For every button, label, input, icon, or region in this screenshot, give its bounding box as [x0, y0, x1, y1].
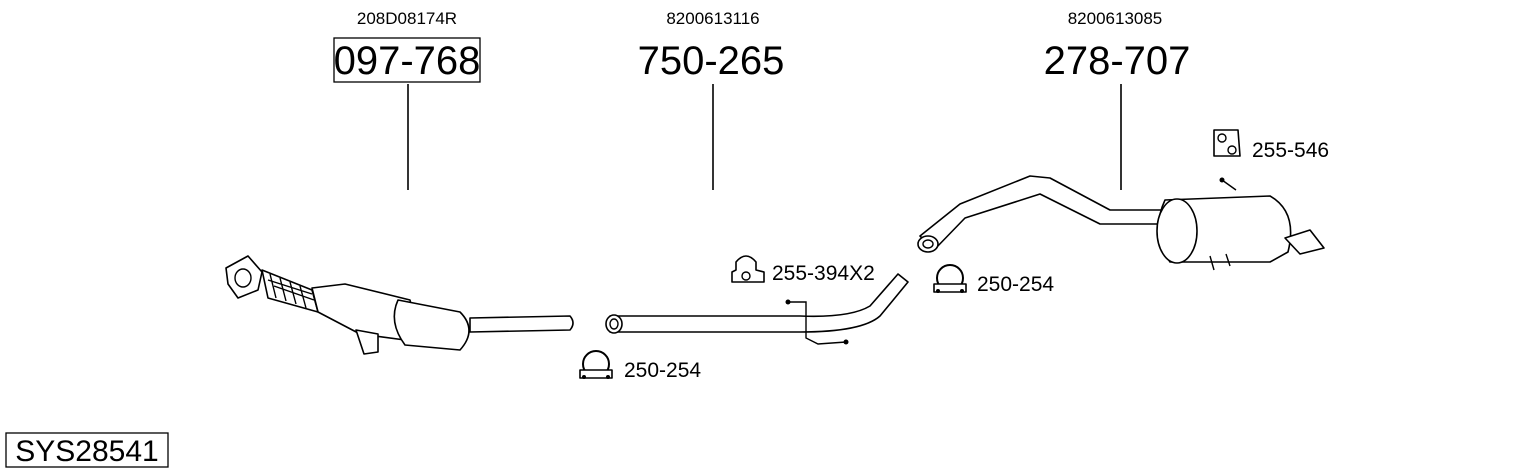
- middle-pipe-part[interactable]: [605, 273, 909, 345]
- rear-silencer-part[interactable]: [917, 175, 1325, 271]
- rubber-mount-icon[interactable]: [1213, 129, 1241, 157]
- system-code-box: [5, 432, 169, 468]
- accessory-label-clamp-2: 250-254: [977, 273, 1054, 296]
- pipe-clamp-icon[interactable]: [579, 350, 613, 379]
- part-number-box-1: [333, 37, 481, 83]
- oe-number-1: 208D08174R: [357, 9, 457, 28]
- system-code: SYS28541: [15, 435, 158, 468]
- rubber-hanger-icon[interactable]: [731, 255, 765, 283]
- part-number-2[interactable]: 750-265: [638, 39, 785, 83]
- part-number-1[interactable]: 097-768: [334, 39, 481, 83]
- pipe-clamp-icon[interactable]: [933, 264, 967, 293]
- accessory-label-clamp-1: 250-254: [624, 359, 701, 382]
- accessory-label-hanger: 255-394X2: [772, 262, 875, 285]
- part-number-3[interactable]: 278-707: [1044, 39, 1191, 83]
- oe-number-2: 8200613116: [666, 9, 759, 28]
- oe-number-3: 8200613085: [1068, 9, 1163, 28]
- catalytic-converter-part[interactable]: [225, 255, 574, 355]
- accessory-label-mount: 255-546: [1252, 139, 1329, 162]
